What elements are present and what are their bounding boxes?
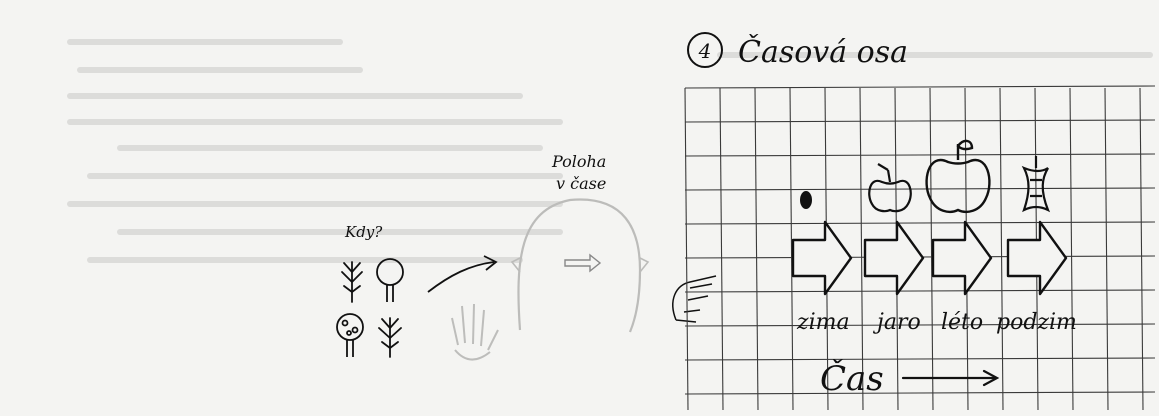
season-arrows (791, 220, 1068, 296)
big-apple-icon (925, 139, 991, 213)
season-label: podzim (996, 310, 1077, 335)
step-number: 4 (698, 39, 712, 63)
fruit-tree-icon (336, 313, 364, 357)
grid-line (684, 87, 689, 411)
grid-line (999, 87, 1004, 411)
season-arrow (863, 220, 925, 296)
grid-line (1139, 87, 1144, 411)
season-arrow (931, 220, 993, 296)
grid-line (684, 323, 1156, 327)
grid-line (684, 357, 1156, 361)
grid-line (859, 87, 864, 411)
grid-line (754, 87, 759, 411)
season-label: jaro (872, 310, 921, 335)
grid-line (789, 87, 794, 411)
seed-icon (800, 191, 812, 209)
leafy-tree-icon (376, 258, 404, 302)
number-circle: 4 (687, 32, 723, 68)
time-axis-label: Čas (820, 358, 884, 399)
grid-line (684, 119, 1156, 123)
small-apple-icon (868, 163, 912, 213)
curved-arrow-head (483, 255, 498, 271)
head-label-line2: v čase (556, 174, 606, 193)
bare-tree-icon (341, 261, 363, 303)
season-label: léto (941, 310, 983, 335)
grid-paper (684, 85, 1156, 411)
grid-line (684, 221, 1156, 225)
grid-line (1104, 87, 1109, 411)
time-axis-arrow (901, 369, 1000, 387)
grid-line (684, 85, 1156, 89)
grid-line (719, 87, 724, 411)
when-question: Kdy? (344, 223, 383, 241)
head-outline (510, 198, 650, 333)
grid-line (929, 87, 934, 411)
grid-line (684, 391, 1156, 395)
head-label-line1: Poloha (551, 152, 606, 171)
apple-core-icon (1021, 156, 1051, 213)
stage-icons (800, 139, 1051, 213)
season-arrow (791, 220, 853, 296)
grid-line (1069, 87, 1074, 411)
bleed-through-text (67, 39, 1153, 263)
timeline-title: Časová osa (738, 34, 908, 70)
grid-line (684, 289, 1156, 293)
grid-line (684, 187, 1156, 191)
hand-icon (451, 303, 499, 361)
pointing-hand-icon (672, 275, 717, 323)
season-arrow (1006, 220, 1068, 296)
season-label: zima (796, 310, 850, 335)
curved-arrow (427, 261, 495, 293)
autumn-tree-icon (378, 317, 402, 358)
grid-line (684, 153, 1156, 157)
